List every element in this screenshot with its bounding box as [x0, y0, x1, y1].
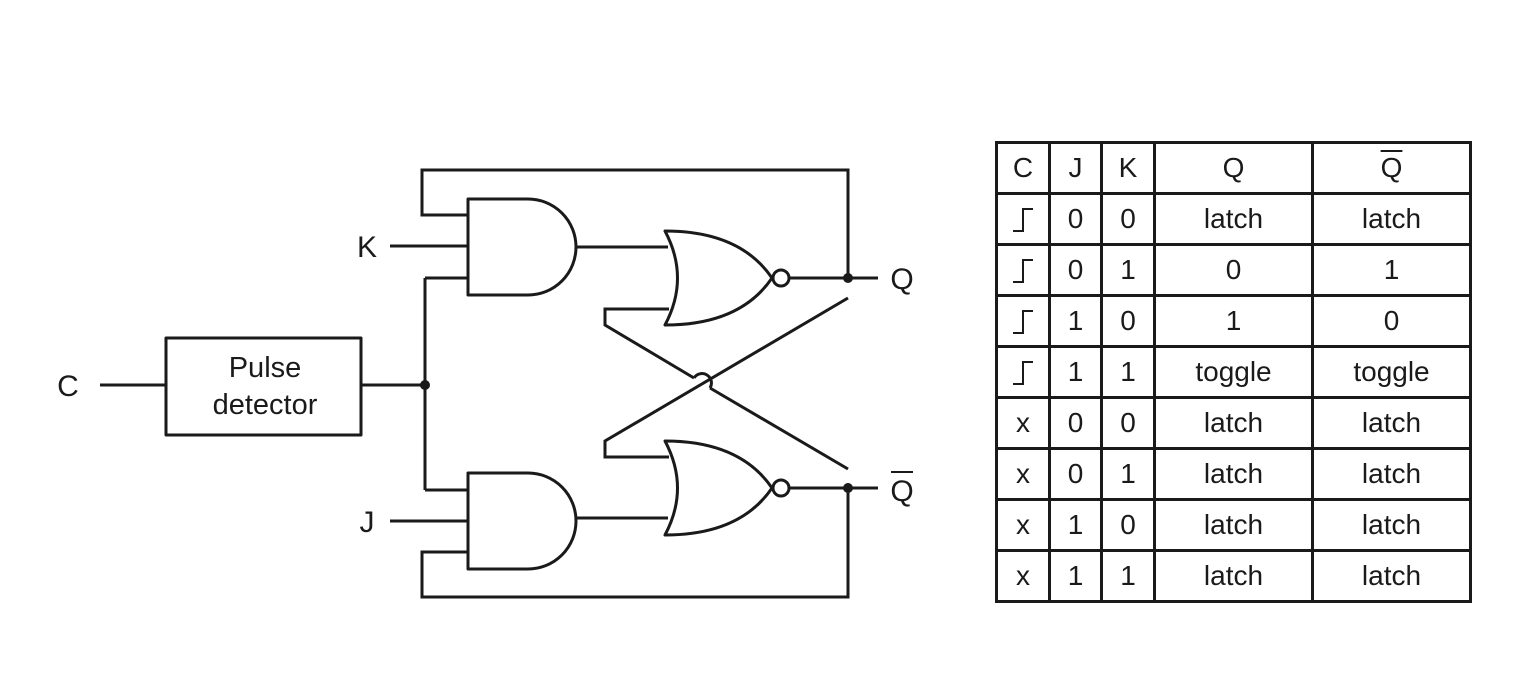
k-input-label: K — [357, 231, 377, 264]
cell-k: 0 — [1100, 396, 1156, 450]
cell-k: 1 — [1100, 447, 1156, 501]
q-bar-to-top-nor-wire-cont — [603, 307, 695, 380]
clock-input-label: C — [57, 370, 79, 403]
cell-q: latch — [1153, 447, 1314, 501]
cell-c: x — [995, 498, 1051, 552]
cell-qbar: 1 — [1311, 243, 1472, 297]
top-nor-bubble — [771, 268, 791, 288]
cell-qbar: toggle — [1311, 345, 1472, 399]
cell-qbar: latch — [1311, 549, 1472, 603]
q-bar-feedback-wire — [420, 488, 850, 599]
cell-j: 1 — [1048, 549, 1103, 603]
cell-q: latch — [1153, 498, 1314, 552]
bottom-nor-gate — [663, 439, 774, 537]
clock-cell — [995, 192, 1051, 246]
cell-j: 0 — [1048, 192, 1103, 246]
q-feedback-wire — [420, 168, 850, 278]
q-bar-to-top-nor-wire — [709, 386, 849, 471]
cell-qbar: latch — [1311, 498, 1472, 552]
bottom-nor-bubble — [771, 478, 791, 498]
pulse-detector-label-line2: detector — [213, 389, 318, 421]
cell-j: 1 — [1048, 345, 1103, 399]
clock-junction-dot — [420, 380, 430, 390]
cell-q: latch — [1153, 549, 1314, 603]
clock-cell — [995, 294, 1051, 348]
header-k: K — [1100, 141, 1156, 195]
cell-c: x — [995, 447, 1051, 501]
cell-j: 0 — [1048, 447, 1103, 501]
header-j: J — [1048, 141, 1103, 195]
q-output-label: Q — [890, 263, 913, 296]
cell-k: 1 — [1100, 243, 1156, 297]
q-bar-output-label: Q — [890, 475, 913, 508]
cell-qbar: latch — [1311, 447, 1472, 501]
cell-qbar: 0 — [1311, 294, 1472, 348]
cell-q: latch — [1153, 396, 1314, 450]
cell-k: 1 — [1100, 345, 1156, 399]
cell-k: 0 — [1100, 498, 1156, 552]
cell-c: x — [995, 396, 1051, 450]
cell-k: 0 — [1100, 294, 1156, 348]
top-and-gate — [466, 197, 578, 297]
cell-c: x — [995, 549, 1051, 603]
cell-q: latch — [1153, 192, 1314, 246]
cell-k: 1 — [1100, 549, 1156, 603]
jk-flip-flop-schematic: Pulse detector C K J Q Q — [57, 168, 914, 599]
rising-edge-icon — [1013, 259, 1033, 284]
cell-q: 0 — [1153, 243, 1314, 297]
header-q-bar: Q — [1311, 141, 1472, 195]
cell-j: 0 — [1048, 243, 1103, 297]
cell-qbar: latch — [1311, 396, 1472, 450]
rising-edge-icon — [1013, 361, 1033, 386]
q-to-bottom-nor-wire — [603, 296, 849, 459]
cell-j: 1 — [1048, 294, 1103, 348]
header-c: C — [995, 141, 1051, 195]
pulse-detector-label-line1: Pulse — [229, 352, 302, 384]
cell-j: 1 — [1048, 498, 1103, 552]
crossover-hop — [692, 372, 713, 389]
bottom-and-gate — [466, 471, 578, 571]
cell-j: 0 — [1048, 396, 1103, 450]
truth-table-header-row: C J K Q Q — [995, 141, 1472, 195]
header-q: Q — [1153, 141, 1314, 195]
clock-cell — [995, 345, 1051, 399]
rising-edge-icon — [1013, 208, 1033, 233]
cell-q: toggle — [1153, 345, 1314, 399]
cell-k: 0 — [1100, 192, 1156, 246]
clock-cell — [995, 243, 1051, 297]
q-junction-dot — [843, 273, 853, 283]
cell-q: 1 — [1153, 294, 1314, 348]
top-nor-gate — [663, 229, 774, 327]
rising-edge-icon — [1013, 310, 1033, 335]
j-input-label: J — [360, 506, 375, 539]
cell-qbar: latch — [1311, 192, 1472, 246]
